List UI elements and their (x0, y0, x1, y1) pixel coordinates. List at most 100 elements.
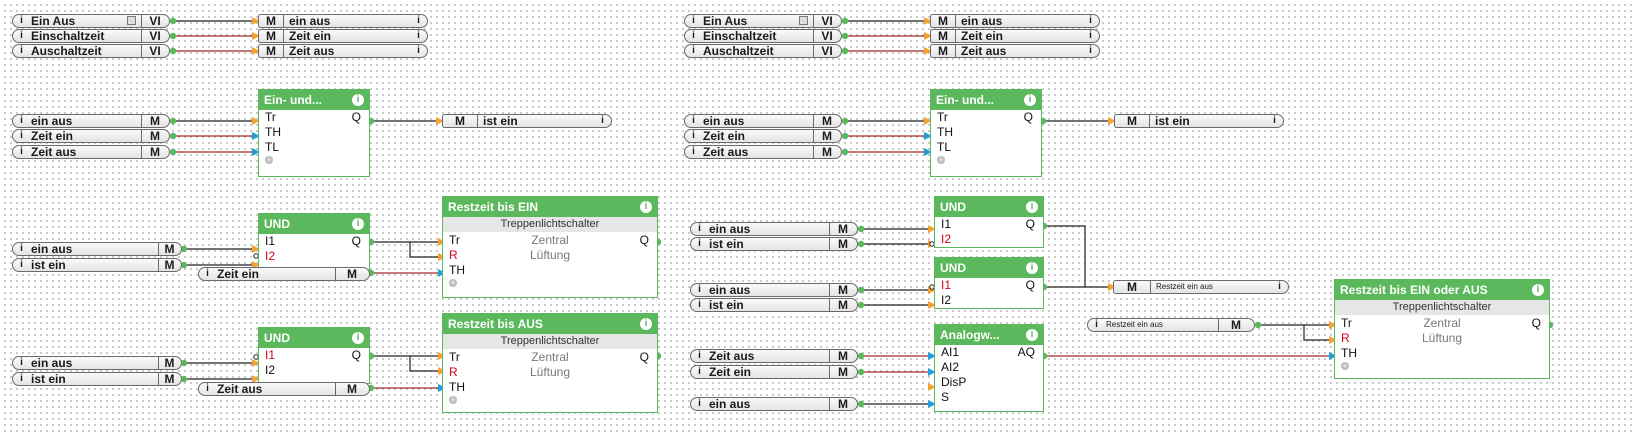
info-icon[interactable]: i (1089, 30, 1092, 41)
info-icon[interactable]: i (1273, 115, 1276, 126)
info-icon[interactable]: i (698, 284, 701, 295)
info-icon[interactable]: i (417, 45, 420, 56)
info-icon[interactable]: i (1026, 201, 1038, 213)
connector-dot[interactable] (841, 117, 849, 125)
connector-dot[interactable] (1254, 321, 1262, 329)
info-icon[interactable]: i (1095, 319, 1098, 330)
connector-dot[interactable] (169, 32, 177, 40)
info-icon[interactable]: i (698, 350, 701, 361)
connector-dot[interactable] (169, 17, 177, 25)
info-icon[interactable]: i (692, 45, 695, 56)
connector-dot[interactable] (169, 132, 177, 140)
connector-dot[interactable] (841, 32, 849, 40)
info-icon[interactable]: i (601, 115, 604, 126)
info-icon[interactable]: i (1089, 45, 1092, 56)
add-port-icon[interactable]: + (449, 395, 457, 405)
connector-dot[interactable] (857, 400, 865, 408)
info-icon[interactable]: i (640, 201, 652, 213)
block-header[interactable]: Ein- und...i (259, 90, 369, 110)
info-icon[interactable]: i (1026, 329, 1038, 341)
connector-dot[interactable] (841, 47, 849, 55)
info-icon[interactable]: i (1278, 281, 1281, 292)
info-icon[interactable]: i (692, 115, 695, 126)
info-icon[interactable]: i (20, 45, 23, 56)
connector-dot[interactable] (841, 17, 849, 25)
block-header[interactable]: Analogw...i (935, 325, 1043, 345)
connector-dot[interactable] (857, 240, 865, 248)
info-icon[interactable]: i (206, 383, 209, 394)
info-icon[interactable]: i (698, 238, 701, 249)
info-icon[interactable]: i (698, 223, 701, 234)
info-icon[interactable]: i (640, 318, 652, 330)
info-icon[interactable]: i (417, 30, 420, 41)
info-icon[interactable]: i (20, 373, 23, 384)
info-icon[interactable]: i (698, 366, 701, 377)
info-icon[interactable]: i (1024, 94, 1036, 106)
info-icon[interactable]: i (1089, 15, 1092, 26)
info-icon[interactable]: i (692, 15, 695, 26)
info-icon[interactable]: i (20, 30, 23, 41)
connector-dot[interactable] (857, 286, 865, 294)
checkbox-icon[interactable] (127, 16, 136, 25)
add-port-icon[interactable]: + (265, 155, 273, 165)
add-port-icon[interactable]: + (449, 278, 457, 288)
add-port-icon[interactable]: + (937, 155, 945, 165)
info-icon[interactable]: i (692, 146, 695, 157)
connector-dot[interactable] (169, 148, 177, 156)
info-icon[interactable]: i (20, 146, 23, 157)
info-icon[interactable]: i (20, 130, 23, 141)
info-icon[interactable]: i (20, 15, 23, 26)
connector-dot[interactable] (857, 225, 865, 233)
info-icon[interactable]: i (20, 115, 23, 126)
block-header[interactable]: Ein- und...i (931, 90, 1041, 110)
connector-dot[interactable] (169, 117, 177, 125)
info-icon[interactable]: i (20, 259, 23, 270)
info-icon[interactable]: i (417, 15, 420, 26)
info-icon[interactable]: i (698, 398, 701, 409)
info-icon[interactable]: i (692, 30, 695, 41)
checkbox-icon[interactable] (799, 16, 808, 25)
connector-dot[interactable] (857, 301, 865, 309)
info-icon[interactable]: i (352, 94, 364, 106)
